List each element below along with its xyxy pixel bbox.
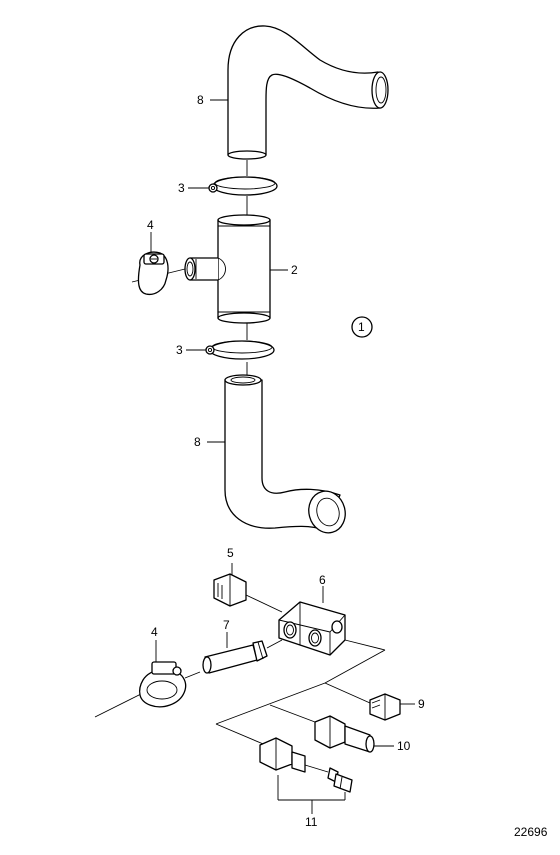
upper-hose	[227, 25, 389, 160]
adapter-fitting	[213, 563, 283, 613]
callout-4-upper: 4	[147, 218, 154, 232]
tee-block	[278, 601, 386, 684]
callout-9: 9	[418, 697, 425, 711]
callout-6: 6	[319, 573, 326, 587]
callout-8-upper: 8	[197, 93, 204, 107]
upper-hose-clamp	[208, 176, 278, 196]
callout-3-upper: 3	[178, 181, 185, 195]
lower-hose	[224, 374, 346, 534]
hose-nipple	[202, 639, 283, 674]
plug	[324, 682, 415, 721]
callout-1: 1	[358, 320, 365, 334]
callout-11: 11	[305, 815, 318, 829]
small-hose-clamp-upper	[131, 251, 186, 296]
callout-7: 7	[223, 618, 230, 632]
small-hose-clamp-lower	[94, 661, 201, 718]
callout-8-lower: 8	[194, 435, 201, 449]
callout-2: 2	[291, 263, 298, 277]
callout-5: 5	[227, 546, 234, 560]
figure-number: 22696	[514, 825, 548, 839]
fitting-and-sensor	[259, 737, 353, 793]
callout-3-lower: 3	[176, 343, 183, 357]
t-piece	[184, 214, 271, 324]
hose-nipple-10	[314, 715, 394, 753]
callout-10: 10	[397, 739, 411, 753]
reference-circle	[351, 316, 373, 338]
callout-4-lower: 4	[151, 625, 158, 639]
lower-hose-clamp	[205, 340, 275, 360]
